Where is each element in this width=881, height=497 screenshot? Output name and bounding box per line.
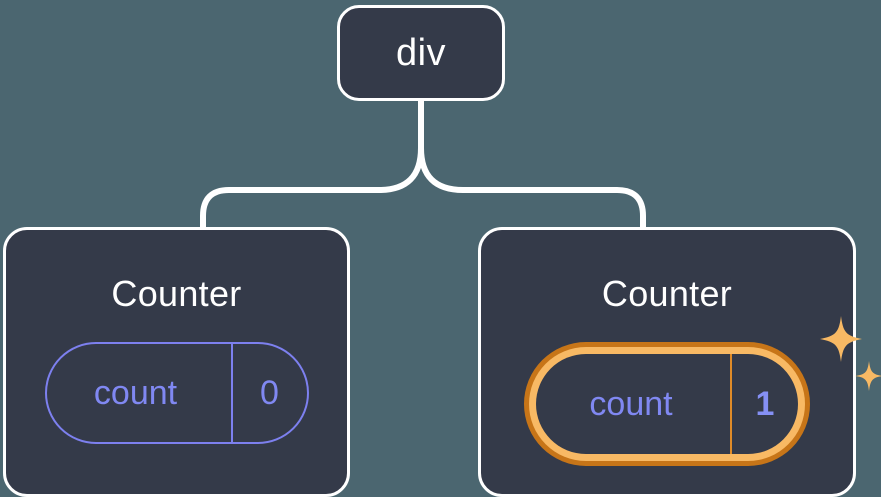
state-value-left: 0 [230, 344, 307, 442]
sparkle-large-icon [820, 316, 862, 362]
sparkle-small-icon [855, 361, 881, 391]
node-counter-left-title: Counter [111, 273, 242, 314]
state-pill-left-wrap: count 0 [44, 342, 309, 444]
state-key-left: count [93, 374, 178, 412]
node-div[interactable]: div [337, 5, 505, 101]
state-pill-right-wrap: count 1 [524, 316, 881, 466]
node-counter-right-title: Counter [601, 273, 733, 314]
state-pill-right[interactable]: count 1 [524, 342, 810, 466]
state-pill-left[interactable]: count 0 [44, 342, 309, 444]
state-pill-right-core: count 1 [536, 354, 798, 454]
sparkles-group [820, 316, 881, 391]
node-counter-left[interactable]: Counter count 0 [3, 227, 350, 497]
state-pill-right-ring: count 1 [529, 347, 805, 461]
state-value-right: 1 [730, 354, 798, 454]
state-key-right: count [589, 385, 673, 423]
node-counter-right[interactable]: Counter count 1 [478, 227, 881, 497]
node-div-label: div [395, 32, 447, 74]
